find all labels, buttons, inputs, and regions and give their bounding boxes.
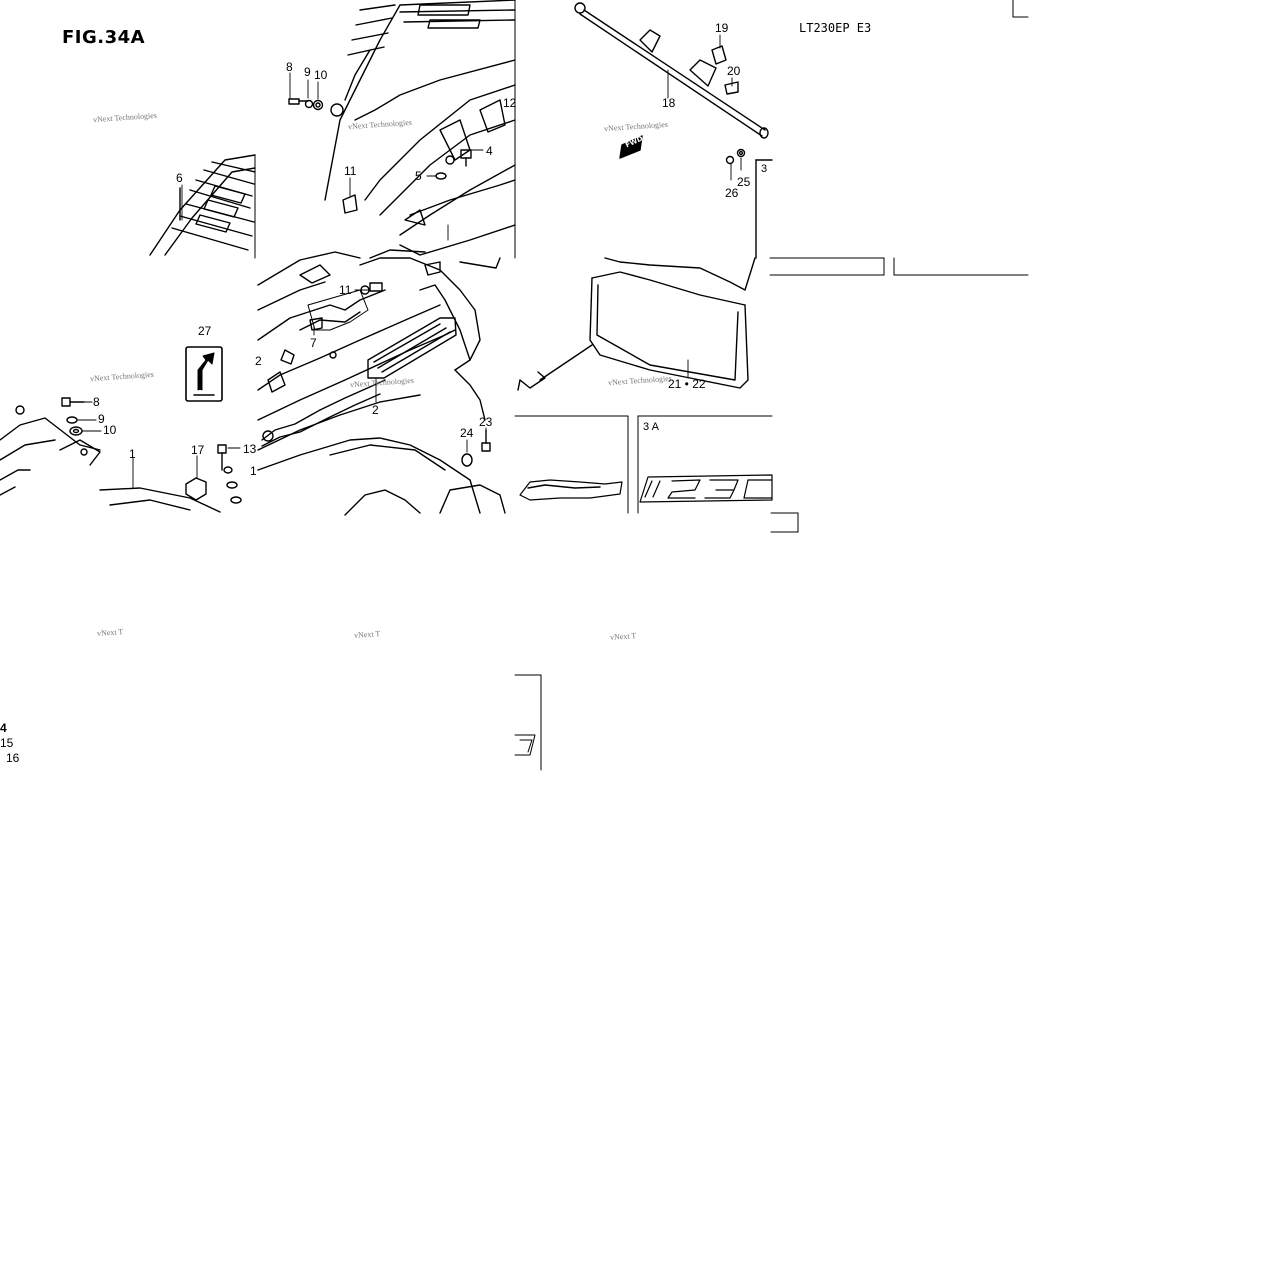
part-number-13: 13 [243, 442, 257, 456]
lower-inset-box [514, 674, 542, 771]
inset-script-decal [519, 479, 623, 501]
inset-bracket-right [755, 159, 773, 259]
part-number-26: 26 [725, 186, 739, 200]
part-number-4-upper: 4 [486, 144, 493, 158]
fasteners-middle-left [61, 397, 242, 504]
part-number-18: 18 [662, 96, 676, 110]
inset-label-3: 3 [761, 163, 768, 175]
panel-seams [254, 0, 1029, 533]
model-code: LT230EP E3 [799, 21, 872, 35]
part-number-27: 27 [198, 324, 212, 338]
figure-title: FIG.34A [62, 27, 146, 48]
part-number-2-partial: 2 [255, 354, 262, 368]
front-fender [0, 405, 221, 513]
part-number-8-lower: 8 [93, 395, 100, 409]
part-number-24: 24 [460, 426, 474, 440]
part-number-16: 16 [6, 751, 20, 765]
rear-fender-upper [324, 0, 516, 256]
watermark-partial: vNext T [353, 629, 381, 640]
part-number-20: 20 [727, 64, 741, 78]
part-number-7: 7 [310, 336, 317, 350]
leader-lines [77, 34, 742, 489]
inset-boxes [514, 415, 773, 514]
part-number-21-22: 21 • 22 [668, 377, 706, 391]
part-number-11-upper: 11 [344, 164, 357, 178]
part-number-9-lower: 9 [98, 412, 105, 426]
part-number-25: 25 [737, 175, 751, 189]
inset-label-3a: 3 A [643, 421, 659, 433]
watermark-partial: vNext T [609, 631, 637, 642]
part-number-10-upper: 10 [314, 68, 328, 82]
part-number-5: 5 [415, 169, 422, 183]
inset-230-decal [639, 474, 773, 503]
watermark-partial: vNext T [96, 627, 124, 638]
part-number-2: 2 [372, 403, 379, 417]
part-number-10-lower: 10 [103, 423, 117, 437]
front-grille [149, 154, 256, 256]
part-number-11-middle: 11 [339, 283, 352, 297]
rear-carrier-bar [574, 2, 769, 165]
part-number-17: 17 [191, 443, 205, 457]
part-number-1: 1 [129, 447, 136, 461]
part-number-4-lower: 4 [0, 721, 7, 735]
part-number-23: 23 [479, 415, 493, 429]
side-cover [517, 257, 756, 391]
part-number-12: 12 [503, 96, 517, 110]
rear-fender-body [257, 249, 506, 516]
fasteners-upper [288, 98, 472, 180]
part-number-19: 19 [715, 21, 729, 35]
shift-decal [185, 346, 223, 402]
part-number-8-upper: 8 [286, 60, 293, 74]
part-number-15: 15 [0, 736, 14, 750]
part-number-9-upper: 9 [304, 65, 311, 79]
part-number-6: 6 [176, 171, 183, 185]
part-number-1-partial: 1 [250, 464, 257, 478]
